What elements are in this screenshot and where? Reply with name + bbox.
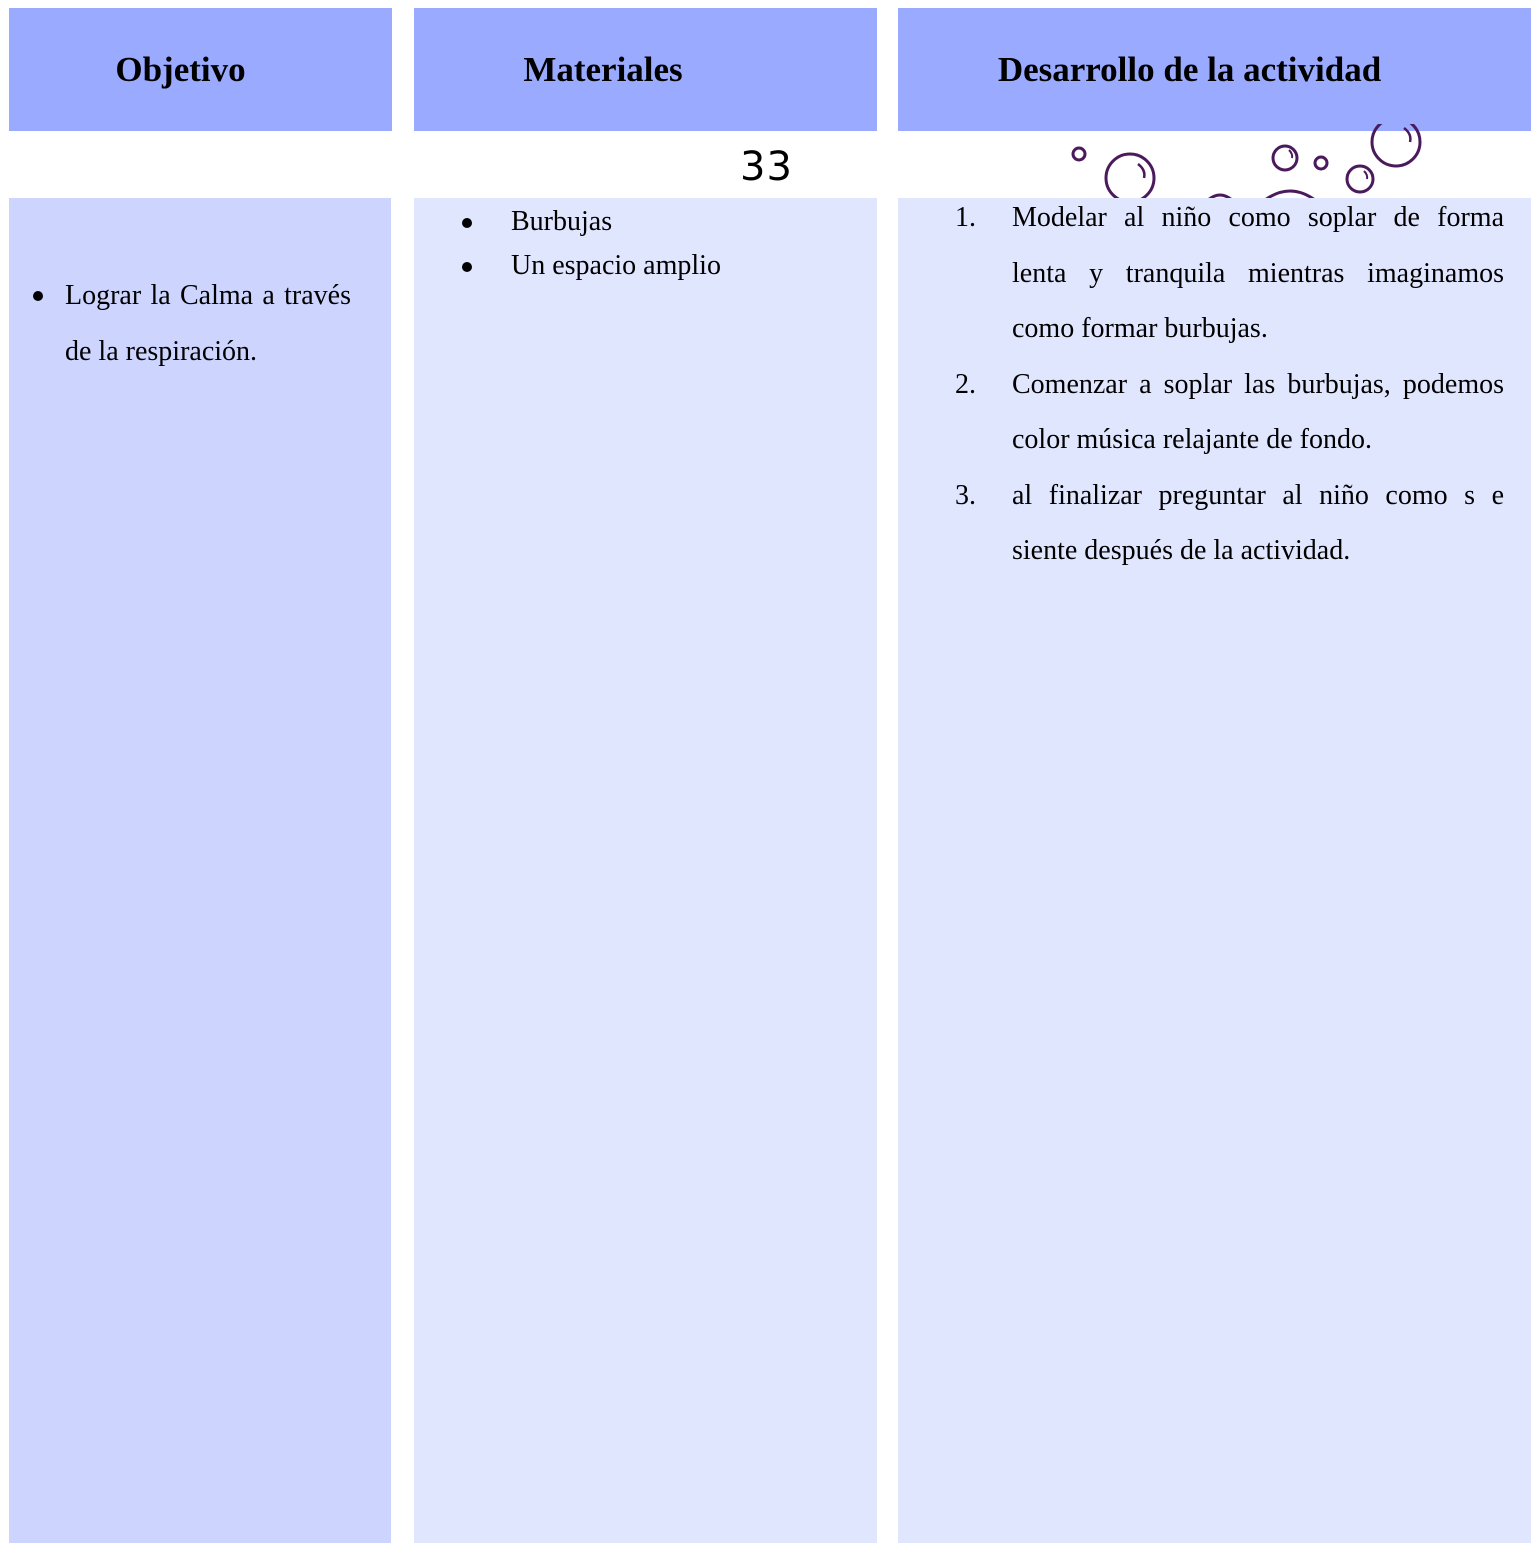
desarrollo-step: 1. Modelar al niño como soplar de forma … (955, 190, 1504, 357)
header-materiales-label: Materiales (523, 49, 683, 89)
desarrollo-column: 1. Modelar al niño como soplar de forma … (898, 198, 1531, 1543)
objetivo-item: Lograr la Calma a través de la respiraci… (31, 268, 351, 380)
objetivo-item-text: Lograr la Calma a través de la respiraci… (65, 280, 351, 367)
step-number: 3. (955, 479, 976, 511)
step-number: 2. (955, 368, 976, 400)
header-desarrollo-label: Desarrollo de la actividad (997, 49, 1382, 89)
materiales-item-text: Burbujas (511, 206, 613, 237)
bullet-icon (33, 291, 43, 301)
materiales-item: Un espacio amplio (460, 244, 730, 288)
desarrollo-step: 2. Comenzar a soplar las burbujas, podem… (955, 357, 1504, 468)
materiales-list: Burbujas Un espacio amplio (460, 200, 730, 288)
header-objetivo-label: Objetivo (115, 49, 246, 89)
step-text: Modelar al niño como soplar de forma len… (1012, 202, 1504, 344)
step-number: 1. (955, 202, 976, 233)
header-materiales: Materiales (414, 8, 877, 131)
desarrollo-list: 1. Modelar al niño como soplar de forma … (955, 190, 1504, 579)
materiales-column: Burbujas Un espacio amplio (414, 198, 877, 1543)
objetivo-list: Lograr la Calma a través de la respiraci… (31, 268, 351, 380)
header-desarrollo: Desarrollo de la actividad (898, 8, 1531, 131)
page-number: 33 (740, 144, 793, 190)
step-text: al finalizar preguntar al niño como s e … (1012, 479, 1504, 567)
bullet-icon (462, 218, 472, 228)
header-objetivo: Objetivo (9, 8, 392, 131)
materiales-item: Burbujas (460, 200, 730, 244)
bubbles-decoration-icon (1071, 124, 1422, 198)
objetivo-column: Lograr la Calma a través de la respiraci… (9, 198, 391, 1543)
materiales-item-text: Un espacio amplio (511, 250, 721, 281)
bullet-icon (462, 262, 472, 272)
step-text: Comenzar a soplar las burbujas, podemos … (1012, 368, 1504, 456)
desarrollo-step: 3. al finalizar preguntar al niño como s… (955, 468, 1504, 579)
